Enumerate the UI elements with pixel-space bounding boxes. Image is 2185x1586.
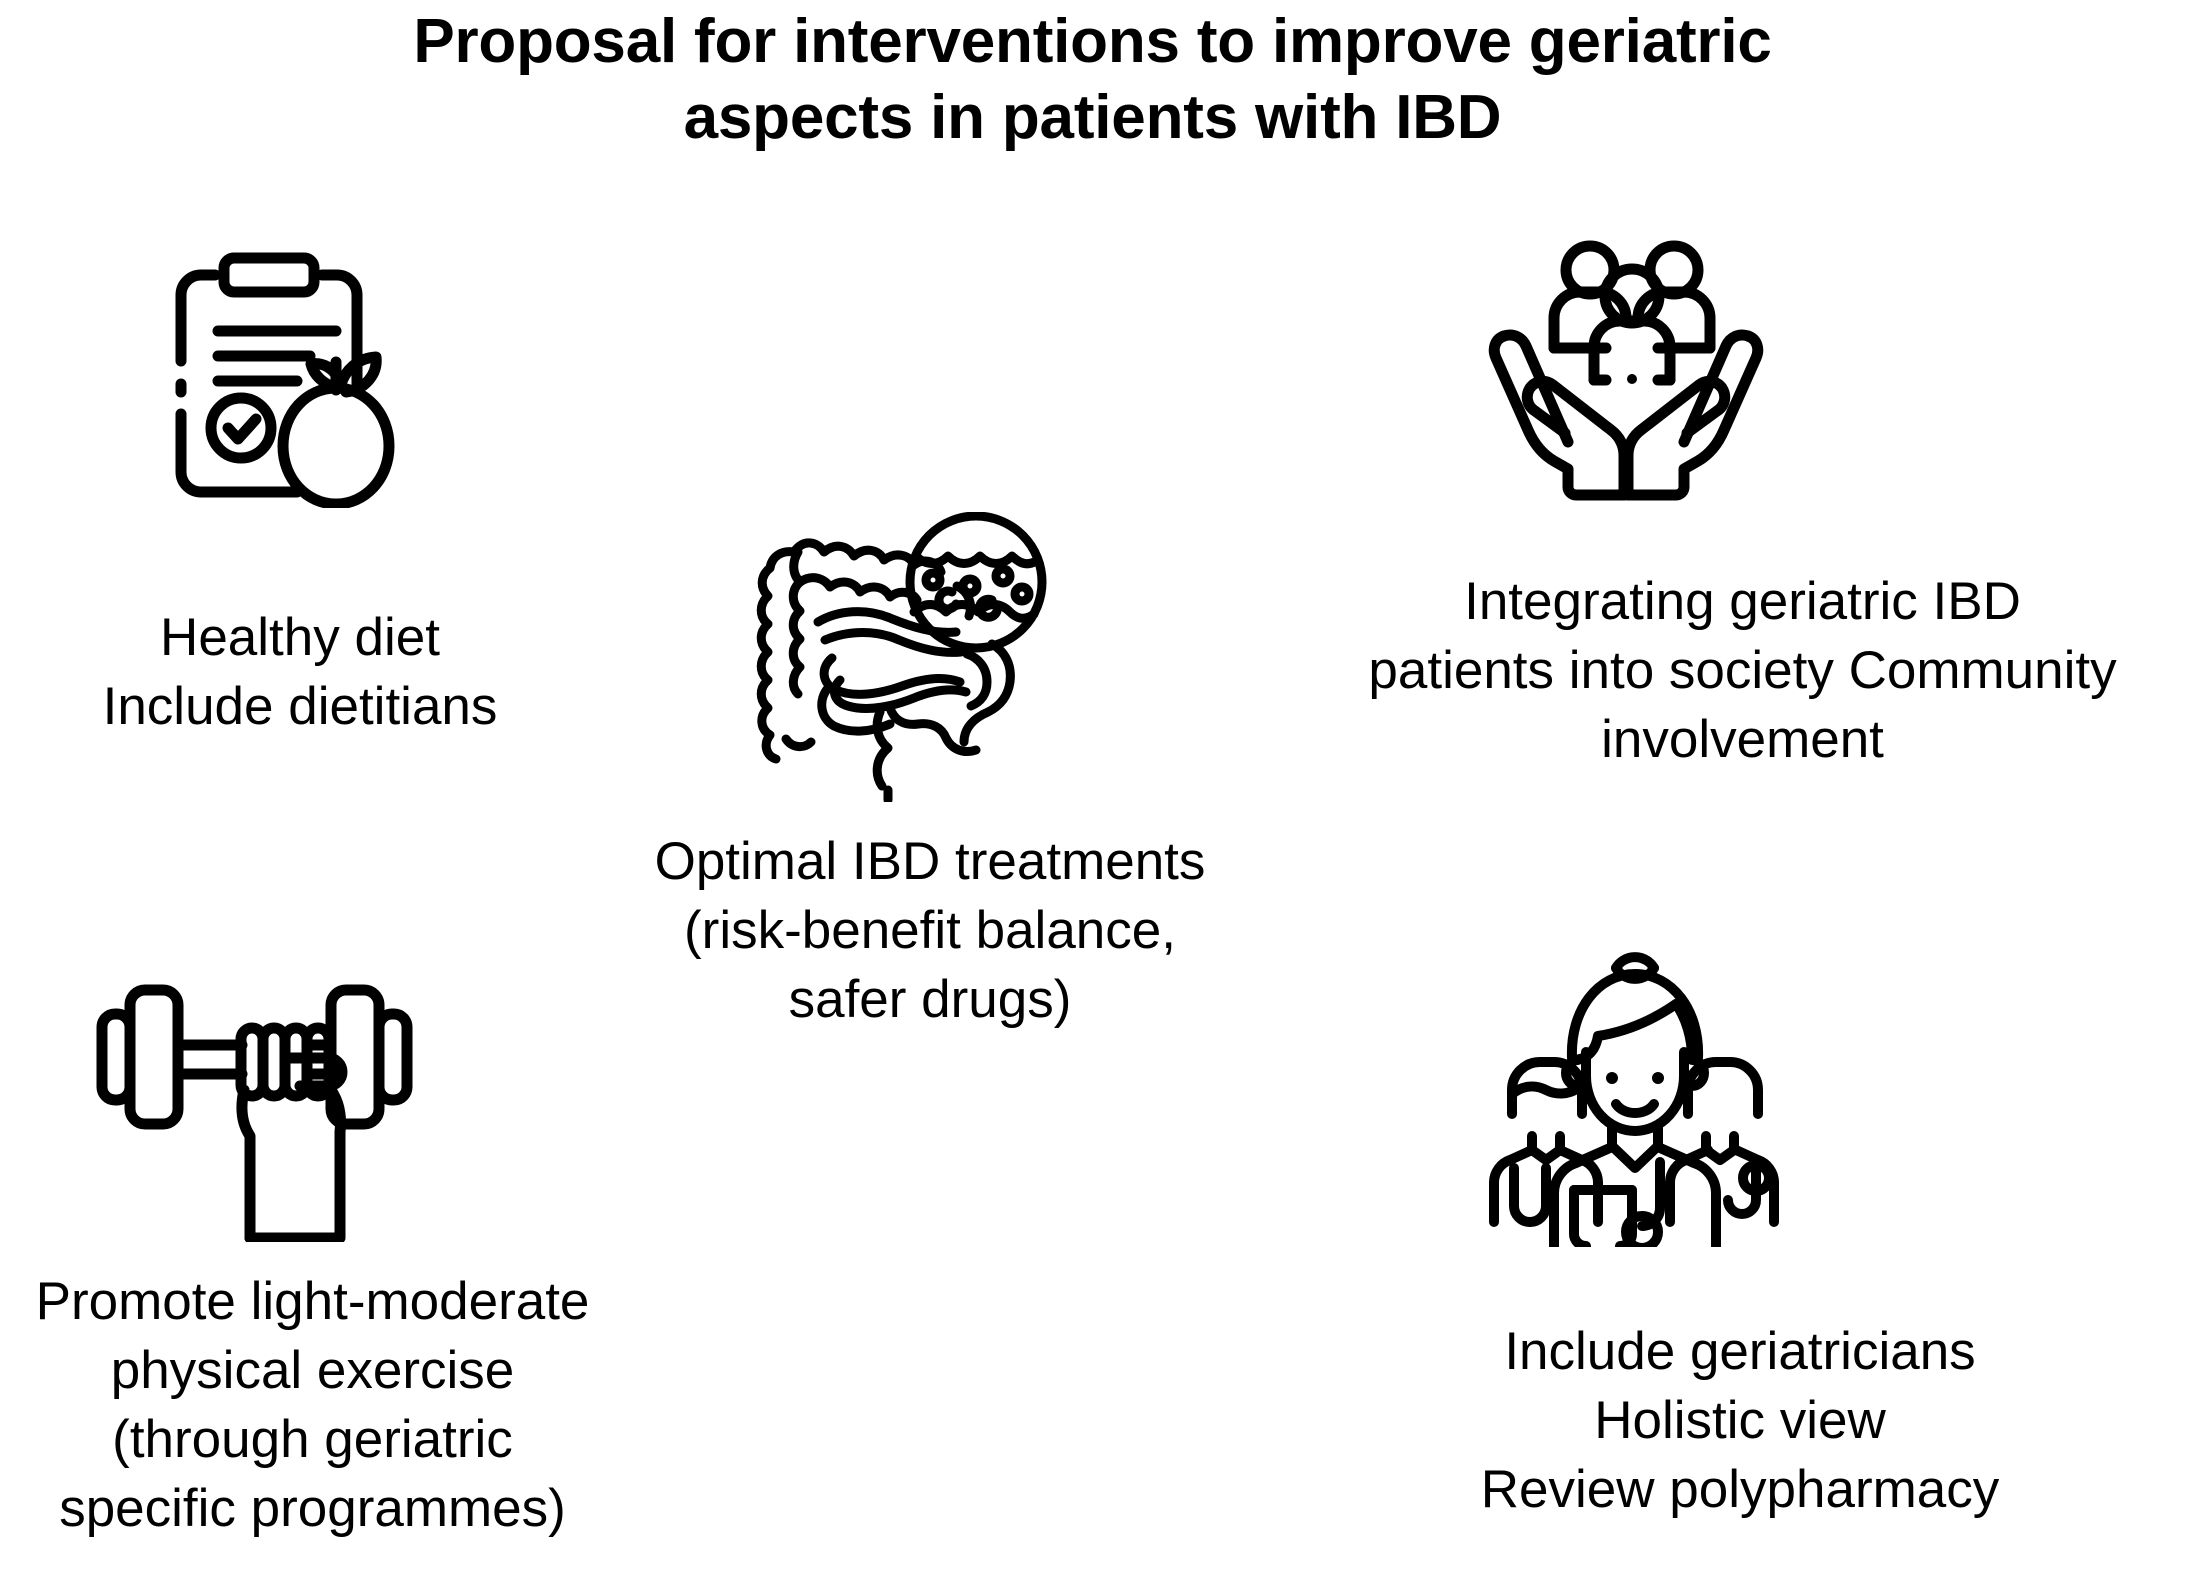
caption-integrating-into-society: Integrating geriatric IBD patients into …: [1300, 568, 2185, 775]
page-title-line-2: aspects in patients with IBD: [683, 82, 1502, 152]
caption-line: safer drugs): [788, 969, 1072, 1029]
caption-line: Integrating geriatric IBD: [1464, 572, 2021, 631]
caption-line: Include geriatricians: [1504, 1322, 1976, 1381]
caption-physical-exercise: Promote light-moderate physical exercise…: [0, 1268, 625, 1544]
caption-line: physical exercise: [110, 1340, 515, 1400]
caption-line: Healthy diet: [160, 608, 440, 667]
caption-line: Optimal IBD treatments: [654, 832, 1206, 891]
caption-line: Review polypharmacy: [1480, 1459, 2000, 1519]
caption-line: involvement: [1601, 709, 1884, 769]
caption-line: (risk-benefit balance,: [684, 900, 1176, 960]
intestine-microbiota-icon: [730, 512, 1060, 802]
caption-line: Holistic view: [1594, 1390, 1886, 1450]
hand-dumbbell-icon: [92, 962, 417, 1242]
clipboard-apple-icon: [140, 238, 420, 508]
caption-optimal-ibd-treatments: Optimal IBD treatments (risk-benefit bal…: [545, 828, 1315, 1035]
doctor-team-icon: [1470, 932, 1800, 1247]
caption-healthy-diet: Healthy diet Include dietitians: [0, 604, 600, 742]
caption-line: patients into society Community: [1368, 640, 2117, 700]
page-title-line-1: Proposal for interventions to improve ge…: [413, 7, 1772, 76]
caption-line: specific programmes): [59, 1478, 566, 1538]
caption-include-geriatricians: Include geriatricians Holistic view Revi…: [1300, 1318, 2180, 1525]
page-title: Proposal for interventions to improve ge…: [0, 4, 2185, 155]
caption-line: (through geriatric: [112, 1409, 513, 1469]
caption-line: Promote light-moderate: [35, 1272, 590, 1331]
hands-holding-people-icon: [1482, 232, 1770, 520]
caption-line: Include dietitians: [102, 676, 498, 736]
